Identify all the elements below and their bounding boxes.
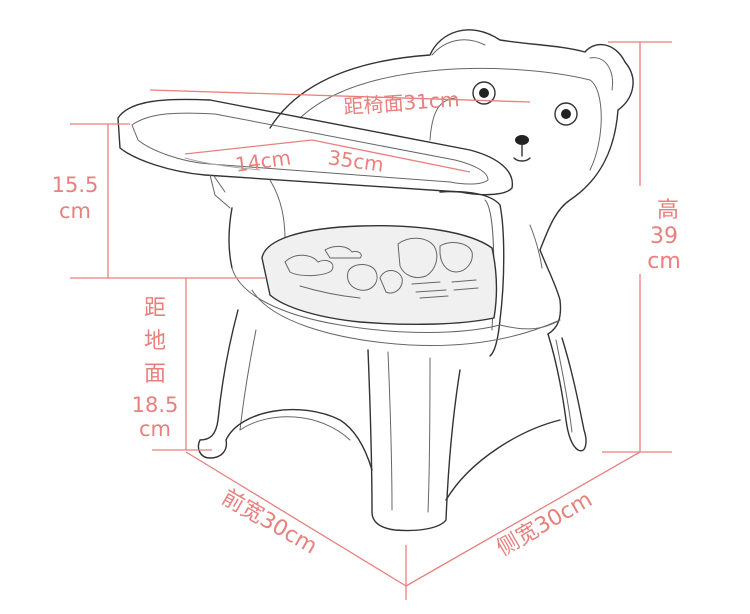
armrest-height-unit: cm [59, 199, 91, 223]
chair-back-support [499, 224, 562, 335]
armrest-height-value: 15.5 [52, 173, 99, 197]
chair-backrest [269, 29, 634, 251]
seat-height-char3: 面 [144, 362, 166, 387]
seat-height-dimension: 距 地 面 18.5 cm [132, 278, 212, 451]
bear-nose [513, 135, 531, 162]
total-height-value: 39 [650, 224, 678, 249]
seat-height-value: 18.5 [132, 393, 179, 417]
seat-height-char2: 地 [144, 329, 166, 354]
chair-seat [231, 225, 561, 346]
side-width-dimension: 侧宽30cm [405, 451, 641, 587]
armrest-height-dimension: 15.5 cm [52, 123, 265, 279]
chair-drawing [117, 29, 634, 532]
front-width-label: 前宽30cm [217, 485, 321, 559]
bear-right-eye [554, 102, 578, 126]
seat-depth-label: 距椅面31cm [343, 87, 460, 119]
bear-face [472, 81, 578, 162]
total-height-dimension: 高 39 cm [602, 41, 681, 453]
seat-height-unit: cm [139, 417, 171, 441]
total-height-unit: cm [647, 249, 681, 274]
front-width-dimension: 前宽30cm [185, 451, 407, 600]
seat-pattern [284, 237, 479, 299]
bear-left-eye [472, 81, 496, 105]
seat-height-char1: 距 [144, 296, 166, 321]
side-width-label: 侧宽30cm [493, 487, 597, 561]
tray-width-label: 35cm [327, 145, 386, 177]
chair-base [197, 309, 587, 532]
chair-tray [117, 98, 514, 209]
tray-dimensions: 14cm 35cm [184, 139, 471, 177]
total-height-char: 高 [657, 198, 679, 223]
tray-depth-label: 14cm [234, 145, 293, 177]
